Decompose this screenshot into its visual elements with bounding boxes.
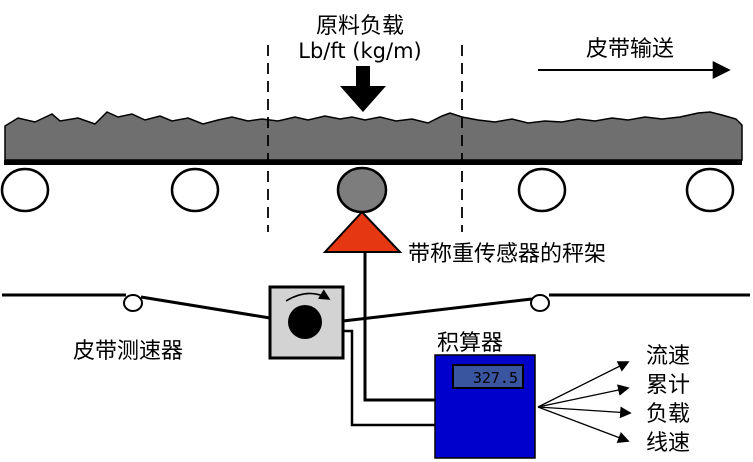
load-cell-triangle [322, 210, 403, 253]
idler-roller-2 [170, 167, 220, 213]
material-load-label: 原料负载 [316, 14, 404, 39]
weighbridge-label: 带称重传感器的秤架 [408, 242, 606, 267]
speed-sensor-signal-wire [344, 329, 435, 427]
load-cell-signal-wire [363, 252, 435, 402]
material-load-arrow-icon [340, 66, 386, 112]
output-label-line-speed: 线速 [646, 431, 690, 456]
return-belt-left-slope [140, 295, 271, 320]
material-heap [4, 111, 743, 161]
material-load-units-label: Lb/ft (kg/m) [298, 39, 421, 63]
output-label-flow-rate: 流速 [646, 344, 690, 369]
integrator-label: 积算器 [437, 331, 503, 356]
weigh-roller [336, 166, 388, 214]
output-arrow-flow-rate [537, 361, 630, 408]
idler-roller-5 [685, 167, 735, 213]
output-arrow-load [537, 406, 632, 419]
idler-roller-4 [517, 167, 567, 213]
return-roller-right [530, 294, 550, 312]
sensor-rotation-arrow-icon [285, 289, 331, 302]
output-arrow-total [537, 384, 630, 408]
speed-sensor-wheel [288, 305, 322, 339]
return-belt-right-slope [342, 297, 533, 323]
idler-roller-1 [0, 167, 50, 213]
integrator-display-value: 327.5 [473, 369, 518, 387]
belt-direction-label: 皮带输送 [586, 37, 674, 62]
speed-sensor-label: 皮带测速器 [73, 339, 183, 364]
output-arrow-line-speed [537, 406, 630, 443]
output-label-load: 负载 [646, 402, 690, 427]
integrator-display [452, 364, 524, 389]
return-roller-left [123, 294, 143, 312]
output-label-total: 累计 [646, 373, 690, 398]
